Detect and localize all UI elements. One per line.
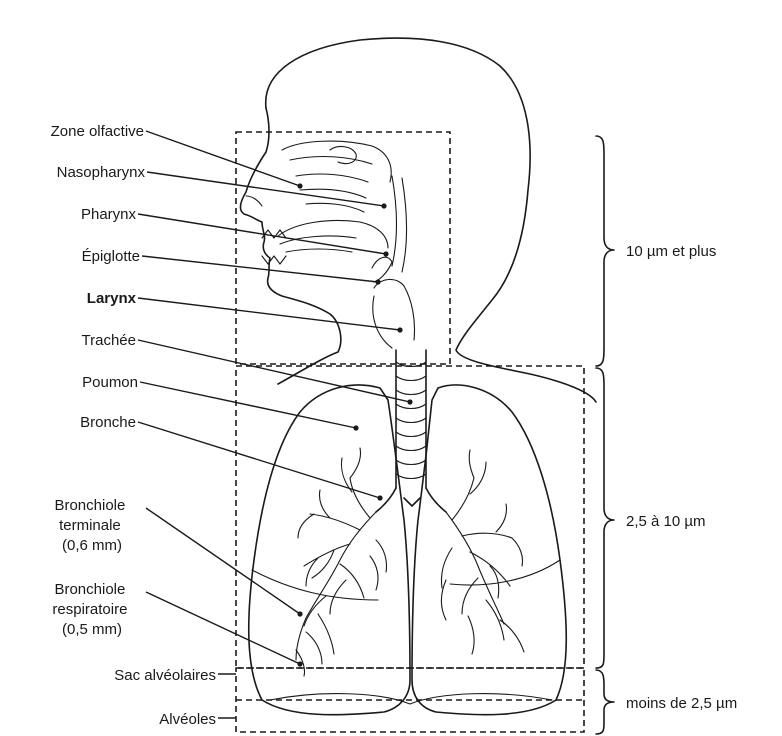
larynx-shape <box>373 279 415 348</box>
range-middle-label: 2,5 à 10 µm <box>626 513 706 530</box>
epiglottis <box>372 257 392 282</box>
brace-middle <box>596 368 614 668</box>
leader-epiglotte <box>142 256 378 282</box>
label-bronchiole-respiratoire-line3: (0,5 mm) <box>62 621 122 638</box>
lungs <box>249 385 567 715</box>
left-lung-outline <box>249 385 410 715</box>
structure-labels: Zone olfactive Nasopharynx Pharynx Épigl… <box>51 123 216 728</box>
label-pharynx: Pharynx <box>81 206 137 223</box>
label-bronche: Bronche <box>80 414 136 431</box>
label-larynx: Larynx <box>87 290 137 307</box>
label-epiglotte: Épiglotte <box>82 248 140 265</box>
right-lung-outline <box>412 385 566 715</box>
leader-nasopharynx <box>147 172 384 206</box>
pharynx-wall <box>392 176 407 272</box>
trachea-bifurcation <box>376 488 446 512</box>
label-nasopharynx: Nasopharynx <box>57 164 146 181</box>
label-trachee: Trachée <box>82 332 136 349</box>
nostril-line <box>246 196 262 206</box>
face-outline <box>240 108 340 384</box>
label-bronchiole-terminale-line1: Bronchiole <box>54 497 125 514</box>
leader-pharynx <box>138 214 386 254</box>
leader-bronchiole-terminale <box>146 508 300 614</box>
label-bronchiole-terminale: Bronchiole terminale (0,6 mm) <box>54 497 129 554</box>
label-bronchiole-respiratoire: Bronchiole respiratoire (0,5 mm) <box>52 581 131 638</box>
upper-airway <box>262 141 415 348</box>
right-bronchial-tree <box>441 450 524 654</box>
leader-zone-olfactive <box>146 131 300 186</box>
leader-poumon <box>140 382 356 428</box>
nasal-cavity <box>282 141 391 212</box>
trachea-rings <box>396 362 426 479</box>
leader-lines <box>138 131 413 718</box>
label-bronchiole-terminale-line2: terminale <box>59 517 121 534</box>
label-alveoles: Alvéoles <box>159 711 216 728</box>
leader-bronchiole-respiratoire <box>146 592 300 664</box>
right-lung-fissure <box>450 560 560 585</box>
oral-cavity <box>278 221 388 252</box>
leader-bronche <box>138 422 380 498</box>
range-braces <box>596 136 614 734</box>
sinus-shape <box>330 147 356 164</box>
head-back-outline <box>266 38 596 402</box>
trachea <box>376 350 446 512</box>
label-bronchiole-respiratoire-line1: Bronchiole <box>54 581 125 598</box>
range-lower-label: moins de 2,5 µm <box>626 695 737 712</box>
left-bronchial-tree <box>296 448 387 676</box>
range-upper-label: 10 µm et plus <box>626 243 716 260</box>
label-zone-olfactive: Zone olfactive <box>51 123 144 140</box>
leader-trachee <box>138 340 410 402</box>
body-outline <box>240 38 596 402</box>
label-bronchiole-terminale-line3: (0,6 mm) <box>62 537 122 554</box>
zone-upper-box <box>236 132 450 364</box>
brace-upper <box>596 136 614 366</box>
leader-larynx <box>138 298 400 330</box>
particle-size-labels: 10 µm et plus 2,5 à 10 µm moins de 2,5 µ… <box>626 243 737 712</box>
label-bronchiole-respiratoire-line2: respiratoire <box>52 601 127 618</box>
label-sac-alveolaires: Sac alvéolaires <box>114 667 216 684</box>
base-curve <box>270 694 552 704</box>
label-poumon: Poumon <box>82 374 138 391</box>
brace-lower <box>596 670 614 734</box>
